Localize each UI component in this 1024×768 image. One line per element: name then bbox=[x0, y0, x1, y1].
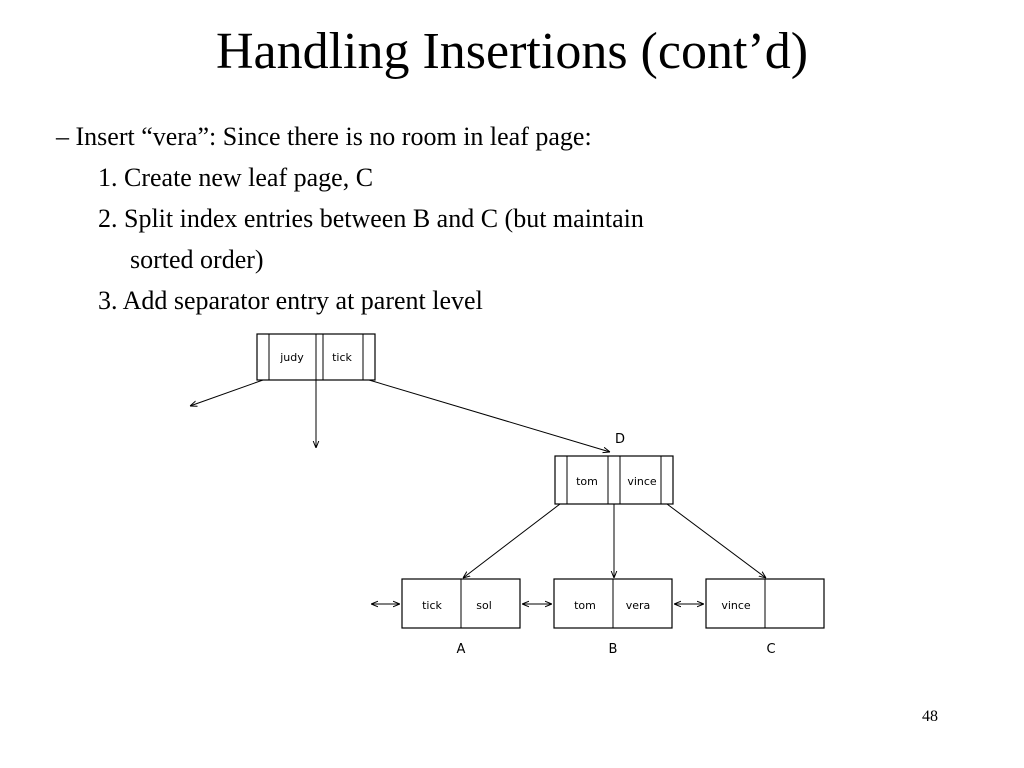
leaf-node-c: vince C bbox=[705, 578, 825, 657]
bullet-step-3: 3. Add separator entry at parent level bbox=[98, 286, 483, 315]
index-key-2: vince bbox=[627, 475, 657, 488]
index-key-1: tom bbox=[576, 475, 598, 488]
leaf-node-b: tom vera B bbox=[553, 578, 673, 657]
page-number: 48 bbox=[922, 708, 938, 725]
leaf-a-key-1: tick bbox=[422, 599, 442, 612]
index-pointer-to-leaf-c bbox=[666, 503, 766, 578]
index-node-d: D tom vince bbox=[554, 432, 674, 505]
leaf-a-key-2: sol bbox=[476, 599, 492, 612]
root-index-node: judy tick bbox=[256, 333, 376, 381]
root-key-1: judy bbox=[279, 351, 304, 364]
leaf-c-label: C bbox=[766, 642, 775, 657]
slide-title: Handling Insertions (cont’d) bbox=[215, 23, 809, 80]
leaf-a-label: A bbox=[457, 642, 466, 657]
index-node-label: D bbox=[615, 432, 625, 447]
root-key-2: tick bbox=[332, 351, 352, 364]
index-pointer-to-leaf-a bbox=[463, 503, 561, 578]
bullet-step-1: 1. Create new leaf page, C bbox=[98, 163, 374, 192]
root-pointer-right-arrow bbox=[368, 379, 610, 452]
index-node-box bbox=[554, 455, 674, 505]
leaf-b-key-2: vera bbox=[626, 599, 651, 612]
bullet-step-2: 2. Split index entries between B and C (… bbox=[98, 204, 644, 233]
leaf-node-a: tick sol A bbox=[401, 578, 521, 657]
leaf-c-key-1: vince bbox=[721, 599, 751, 612]
root-pointer-left-arrow bbox=[190, 379, 264, 406]
leaf-b-key-1: tom bbox=[574, 599, 596, 612]
bullet-main: – Insert “vera”: Since there is no room … bbox=[56, 122, 592, 151]
leaf-b-label: B bbox=[609, 642, 618, 657]
bullet-step-2-continued: sorted order) bbox=[130, 245, 264, 274]
